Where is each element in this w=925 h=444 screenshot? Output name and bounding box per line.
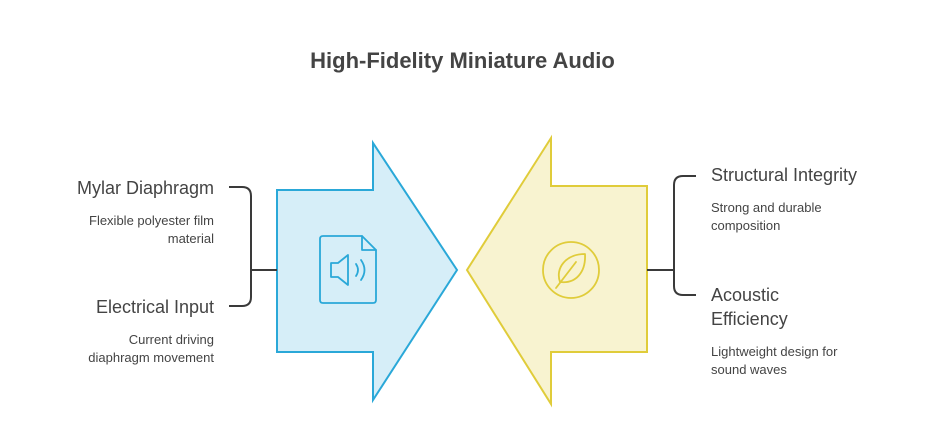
mylar-diaphragm-label: Mylar Diaphragm (76, 178, 214, 198)
acoustic-efficiency-label: Acoustic Efficiency (711, 285, 788, 329)
acoustic-efficiency-description: Lightweight design for sound waves (711, 344, 838, 377)
structural-integrity-description: Strong and durable composition (711, 200, 822, 233)
diagram-title: High-Fidelity Miniature Audio (310, 48, 615, 73)
structural-integrity-label: Structural Integrity (711, 165, 858, 185)
leaf-icon (542, 241, 600, 299)
audio-file-icon (319, 235, 377, 304)
electrical-input-label: Electrical Input (95, 297, 214, 317)
left-arrow-shape (276, 139, 459, 404)
mylar-diaphragm-description: Flexible polyester film material (89, 213, 214, 246)
right-bracket-connector (647, 175, 696, 296)
left-bracket-connector (229, 186, 277, 307)
right-arrow-shape (465, 134, 648, 408)
electrical-input-description: Current driving diaphragm movement (88, 332, 214, 365)
